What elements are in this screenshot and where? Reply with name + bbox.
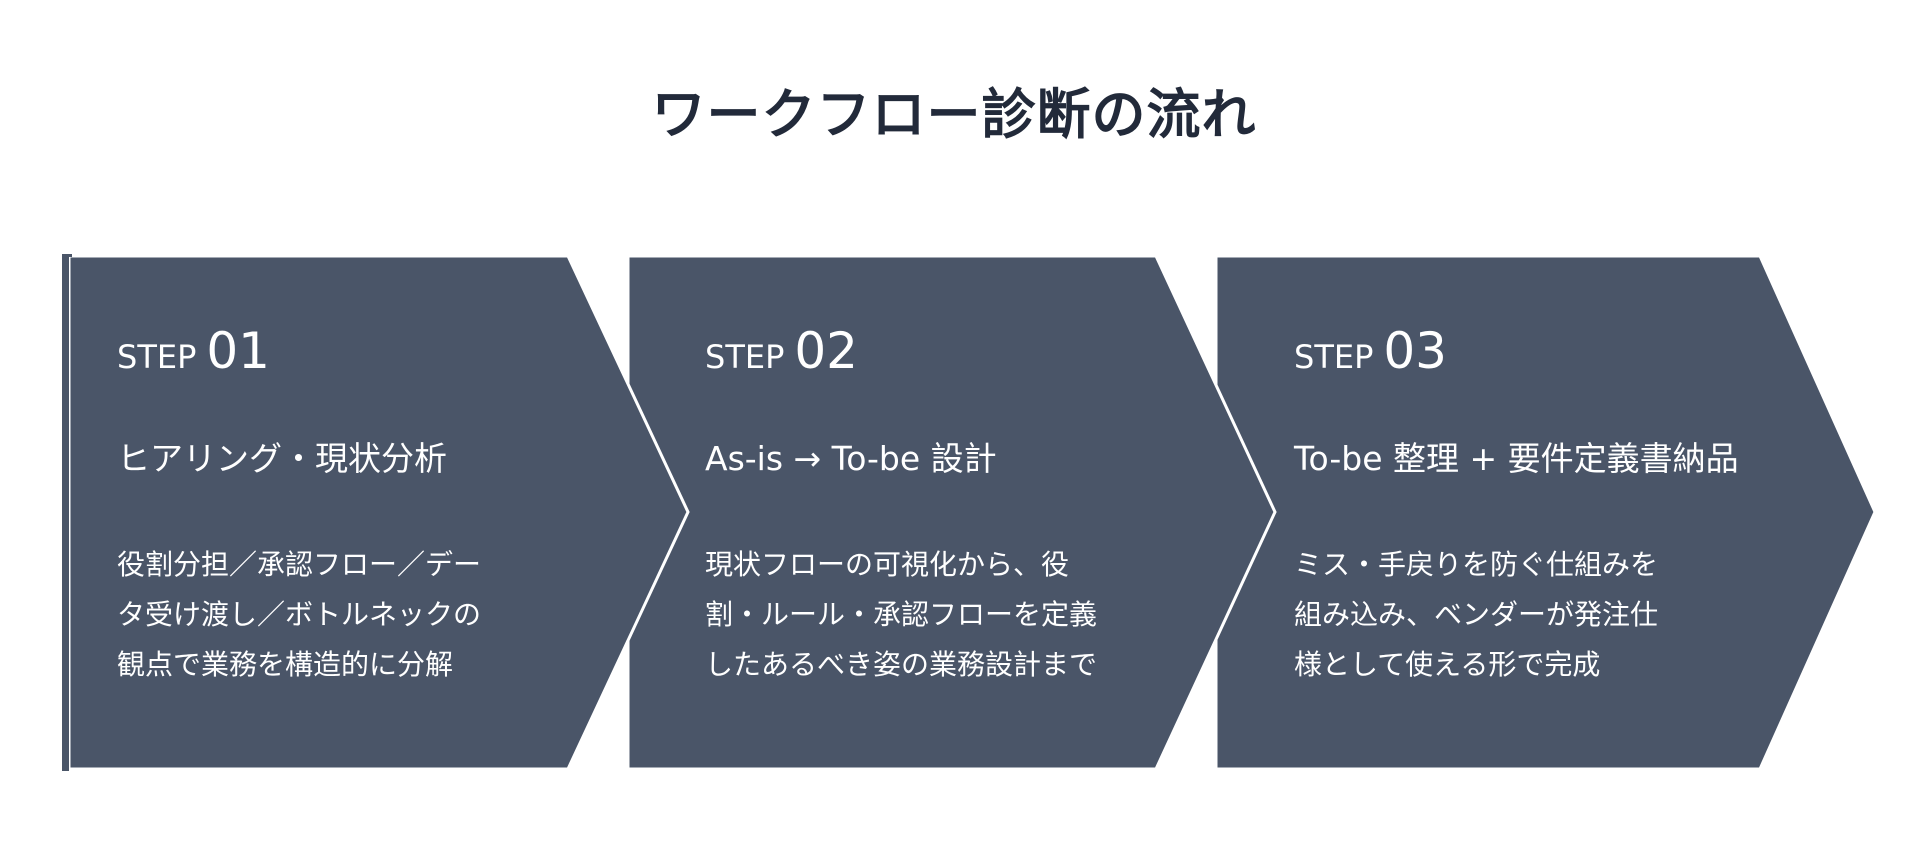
step-label: STEP [705,338,785,376]
step-description: ミス・手戻りを防ぐ仕組みを 組み込み、ベンダーが発注仕 様として使える形で完成 [1294,540,1658,690]
description-line: タ受け渡し／ボトルネックの [117,598,482,631]
step-number-value: 01 [206,322,270,380]
description-line: 割・ルール・承認フローを定義 [705,598,1098,631]
description-line: 観点で業務を構造的に分解 [117,648,454,681]
step-heading: To-be 整理 + 要件定義書納品 [1294,439,1739,478]
step-2-chevron [626,254,1277,771]
step-heading: ヒアリング・現状分析 [117,439,447,478]
description-line: 現状フローの可視化から、役 [705,548,1070,581]
description-line: ミス・手戻りを防ぐ仕組みを [1294,548,1659,581]
description-line: 組み込み、ベンダーが発注仕 [1294,598,1659,631]
step-label: STEP [117,338,197,376]
step-3-chevron [1214,254,1877,771]
description-line: したあるべき姿の業務設計まで [705,648,1098,681]
description-line: 役割分担／承認フロー／デー [117,548,482,581]
page-title: ワークフロー診断の流れ [651,83,1257,146]
description-line: 様として使える形で完成 [1294,648,1601,681]
step-description: 役割分担／承認フロー／デー タ受け渡し／ボトルネックの 観点で業務を構造的に分解 [117,540,481,690]
step-heading: As-is → To-be 設計 [705,439,997,478]
step-label: STEP [1294,338,1374,376]
step-number-value: 02 [794,322,858,380]
step-description: 現状フローの可視化から、役 割・ルール・承認フローを定義 したあるべき姿の業務設… [705,540,1097,690]
step-number-value: 03 [1383,322,1447,380]
